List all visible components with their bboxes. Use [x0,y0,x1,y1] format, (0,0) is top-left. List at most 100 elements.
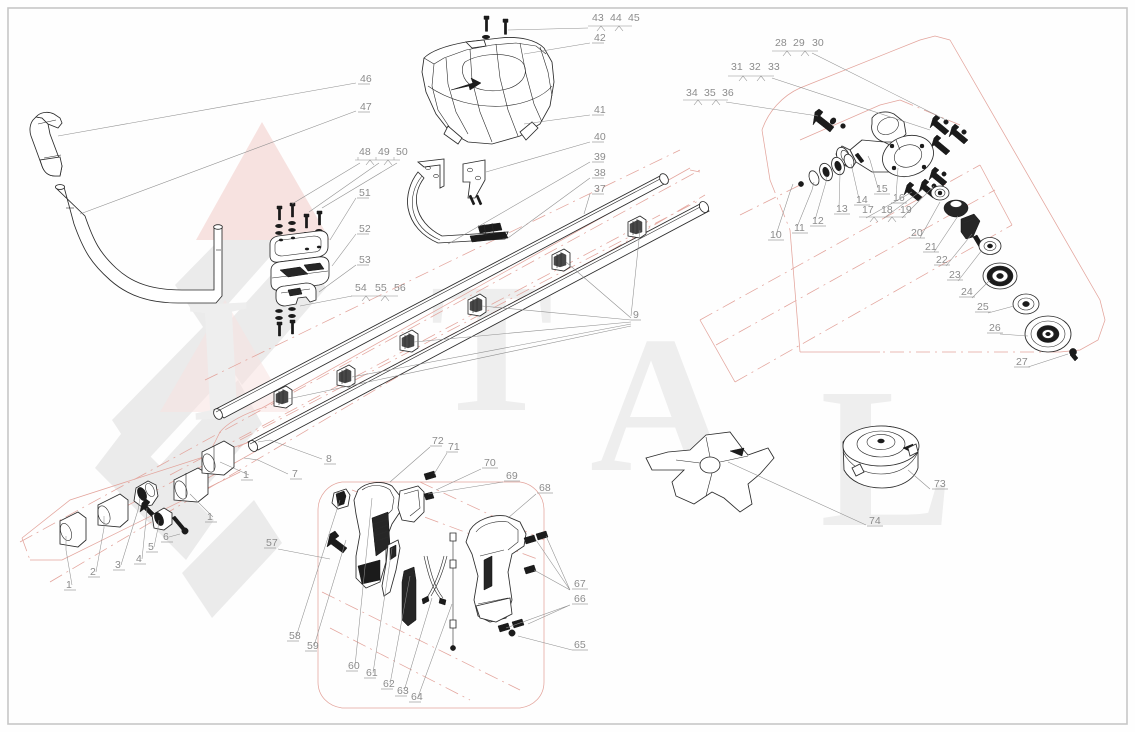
callout: 74 [869,515,881,527]
callout: 1 [207,511,213,523]
callout-text: 7 [292,468,298,480]
callout-text: 17 [862,204,874,216]
callout: 65 [574,639,586,651]
shaft-bushings [273,215,647,409]
callout-text: 56 [394,282,406,294]
callout-text: 49 [378,146,390,158]
callout-text: 60 [348,660,360,672]
callout: 60 [348,660,360,672]
callout: 50 [396,146,408,158]
callout: 36 [722,87,734,99]
callout: 37 [594,183,606,195]
loop-handle-grip [29,111,63,177]
callout-text: 30 [812,37,824,49]
callout-text: 37 [594,183,606,195]
callout: 32 [749,61,761,73]
callout-text: 67 [574,578,586,590]
callout: 46 [360,73,372,85]
callout-text: 57 [266,537,278,549]
watermark: I T A L [95,122,953,618]
leader-lines [57,25,1069,698]
callout-text: 45 [628,12,640,24]
callout-text: 63 [397,685,409,697]
callout-text: 18 [881,204,893,216]
coupler-clamps [59,440,235,548]
handlebar-clamp-assembly [269,202,330,337]
callout: 1 [66,579,72,591]
callout: 62 [383,678,395,690]
callout-text: 73 [934,478,946,490]
callout-text: 29 [793,37,805,49]
callout-text: 16 [893,192,905,204]
callout: 55 [375,282,387,294]
callout-text: 74 [869,515,881,527]
svg-text:T: T [430,246,553,451]
callout-text: 31 [731,61,743,73]
callout-text: 52 [359,223,371,235]
callout-text: 40 [594,131,606,143]
callout-text: 47 [360,101,372,113]
callout: 10 [770,229,782,241]
callout-text: 19 [900,204,912,216]
callout: 2 [90,566,96,578]
callout-text: 35 [704,87,716,99]
callout-text: 32 [749,61,761,73]
drive-shaft-tube [213,173,710,452]
callout-text: 21 [925,241,937,253]
callout: 40 [594,131,606,143]
callout-text: 41 [594,104,606,116]
callout: 13 [836,203,848,215]
callout-text: 8 [326,453,332,465]
callout: 4 [136,553,142,565]
callout: 64 [411,691,423,703]
callout: 48 [359,146,371,158]
callout-text: 51 [359,187,371,199]
callout: 16 [893,192,905,204]
callout: 68 [539,482,551,494]
callout-text: 69 [506,470,518,482]
callout: 73 [934,478,946,490]
callout-text: 10 [770,229,782,241]
callout-text: 62 [383,678,395,690]
callout: 72 [432,435,444,447]
callout: 28 [775,37,787,49]
callout-text: 34 [686,87,698,99]
callout-text: 55 [375,282,387,294]
callout: 9 [633,309,639,321]
callout: 42 [594,32,606,44]
callout-text: 14 [856,194,868,206]
callout: 63 [397,685,409,697]
callout-text: 1 [243,469,249,481]
gearbox-assembly [798,108,1079,362]
callout-text: 59 [307,640,319,652]
callout-text: 15 [876,183,888,195]
callout-text: 46 [360,73,372,85]
callout: 45 [628,12,640,24]
callout-text: 22 [936,254,948,266]
callout-text: 36 [722,87,734,99]
callout: 47 [360,101,372,113]
callout-text: 5 [148,541,154,553]
page-border [7,7,1128,725]
callout-text: 42 [594,32,606,44]
callout: 20 [911,227,923,239]
callout-text: 44 [610,12,622,24]
engine-shroud-cover [421,15,555,145]
callout-text: 11 [794,222,805,234]
callout-text: 64 [411,691,423,703]
callout: 27 [1016,356,1028,368]
callout: 69 [506,470,518,482]
callout-text: 1 [66,579,72,591]
trimmer-head [842,425,920,489]
guard-shield-bracket [407,158,509,244]
callout-text: 24 [961,286,973,298]
callout-text: 25 [977,301,989,313]
callout-text: 20 [911,227,923,239]
callout: 34 [686,87,698,99]
callout-text: 53 [359,254,371,266]
callout: 31 [731,61,743,73]
callout: 29 [793,37,805,49]
callout: 25 [977,301,989,313]
callout-text: 12 [812,215,824,227]
